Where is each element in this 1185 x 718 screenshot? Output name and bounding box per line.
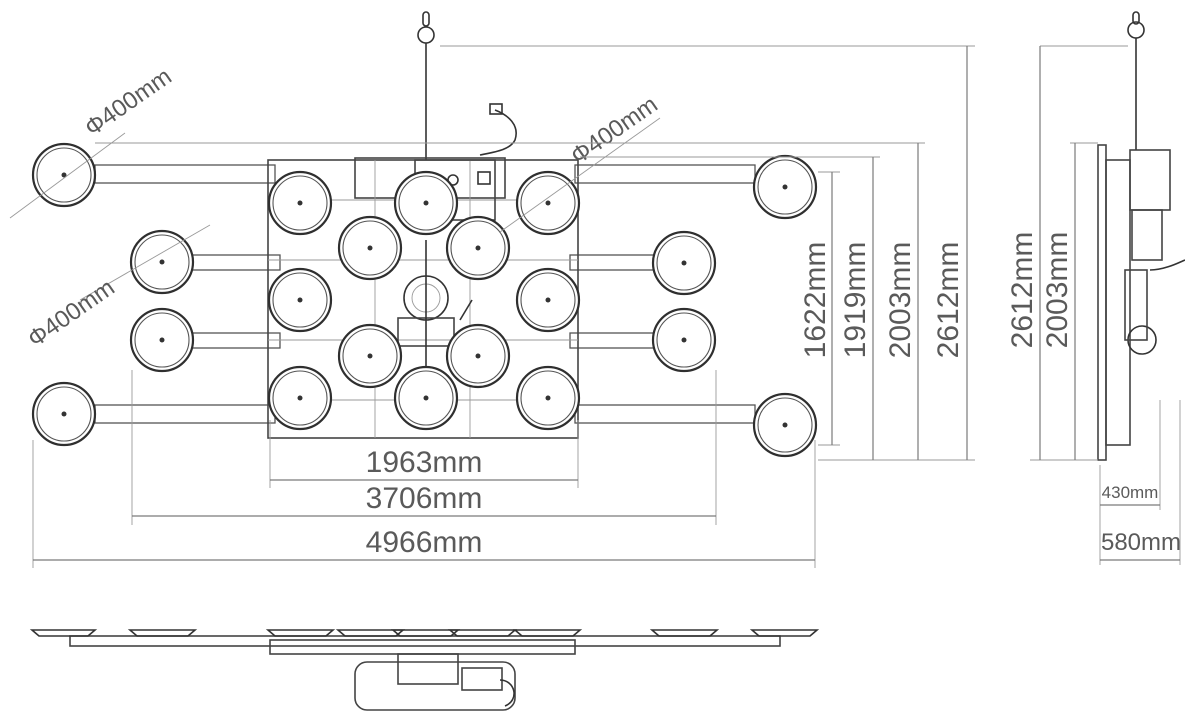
diameter-label: Φ400mm xyxy=(566,91,663,170)
suction-cup xyxy=(129,307,195,373)
suction-cup xyxy=(515,365,581,431)
suction-cup xyxy=(651,307,717,373)
arms xyxy=(94,164,756,424)
suction-cup xyxy=(337,215,403,281)
diameter-label: Φ400mm xyxy=(80,63,177,142)
suction-cup xyxy=(393,170,459,236)
side-dim-height: 2612mm xyxy=(1006,232,1039,349)
dim-width-outer: 4966mm xyxy=(366,526,483,559)
diameter-leaders xyxy=(9,117,661,301)
suction-cup xyxy=(393,365,459,431)
side-dim-depth-small: 430mm xyxy=(1102,483,1159,502)
vertical-dimension-lines xyxy=(95,45,975,461)
suction-cup xyxy=(337,323,403,389)
side-dim-pad-height: 2003mm xyxy=(1041,232,1074,349)
suction-cup xyxy=(267,170,333,236)
dim-height-2: 1919mm xyxy=(839,242,872,359)
suction-cup xyxy=(31,381,97,447)
dim-height-4: 2612mm xyxy=(932,242,965,359)
control-cable xyxy=(479,109,517,156)
suction-cup xyxy=(651,230,717,296)
top-view xyxy=(29,629,820,711)
side-dim-depth-large: 580mm xyxy=(1101,529,1181,556)
suction-cups xyxy=(31,142,818,458)
lifting-hook xyxy=(417,11,435,160)
suction-cup xyxy=(515,267,581,333)
suction-cup xyxy=(445,323,511,389)
side-view: 2612mm 2003mm 430mm 580mm xyxy=(1006,11,1185,565)
diameter-label: Φ400mm xyxy=(23,274,120,353)
suction-cup xyxy=(31,142,97,208)
suction-cup xyxy=(129,229,195,295)
horizontal-dimension-lines xyxy=(32,370,816,568)
front-view: Φ400mm Φ400mm Φ400mm 1963mm 3706mm 4966m… xyxy=(9,11,975,568)
cable-plug xyxy=(489,103,503,115)
suction-cup xyxy=(752,154,818,220)
suction-cup xyxy=(445,215,511,281)
suction-cup xyxy=(515,170,581,236)
suction-cup xyxy=(267,365,333,431)
suction-cup xyxy=(267,267,333,333)
dim-height-3: 2003mm xyxy=(884,242,917,359)
dim-width-inner: 1963mm xyxy=(366,446,483,479)
dim-width-middle: 3706mm xyxy=(366,482,483,515)
suction-cup xyxy=(752,392,818,458)
dim-height-1: 1622mm xyxy=(799,242,832,359)
